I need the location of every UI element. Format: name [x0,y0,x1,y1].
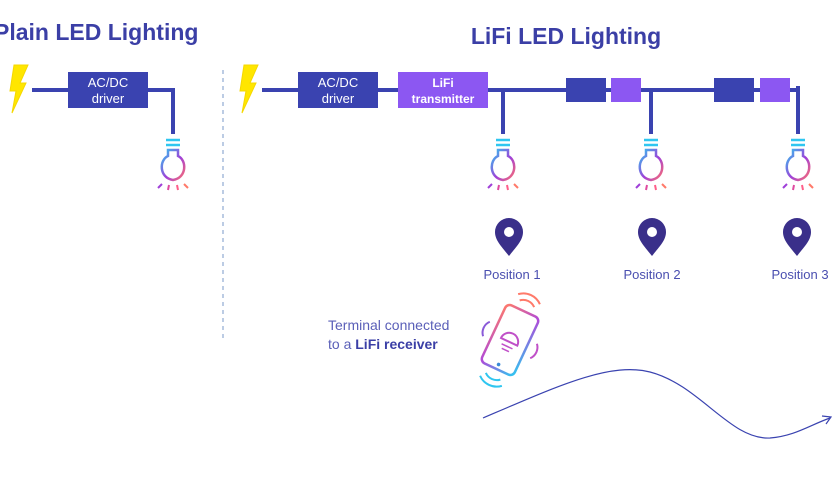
ac-dc-driver-box [298,72,378,108]
driver-module [714,78,754,102]
position-label: Position 1 [483,267,540,282]
caption-line: to a LiFi receiver [328,336,438,352]
lightning-icon [239,64,259,114]
driver-label: AC/DC [318,75,358,90]
movement-path [482,369,831,439]
ac-dc-driver-box [68,72,148,108]
position-label: Position 2 [623,267,680,282]
driver-label: AC/DC [88,75,128,90]
driver-module [566,78,606,102]
location-pin-icon [495,218,523,256]
driver-label: driver [322,91,355,106]
light-bulb-icon [781,138,815,192]
lifi-led-title: LiFi LED Lighting [471,23,661,49]
lifi-transmitter-box [398,72,488,108]
position-label: Position 3 [771,267,828,282]
wire [796,86,800,134]
location-pin-icon [783,218,811,256]
location-pin-icon [638,218,666,256]
caption-text: to a [328,336,355,352]
light-bulb-icon [486,138,520,192]
transmitter-label: transmitter [412,92,475,106]
transmitter-module [611,78,641,102]
transmitter-module [760,78,790,102]
arrow-head-icon [821,415,833,425]
light-bulb-icon [156,138,190,192]
transmitter-label: LiFi [432,76,453,90]
wire [148,88,175,134]
caption-bold: LiFi receiver [355,336,438,352]
driver-label: driver [92,91,125,106]
lightning-icon [9,64,29,114]
caption-line: Terminal connected [328,317,449,333]
smartphone-icon [479,292,541,388]
plain-led-title: Plain LED Lighting [0,19,198,45]
light-bulb-icon [634,138,668,192]
